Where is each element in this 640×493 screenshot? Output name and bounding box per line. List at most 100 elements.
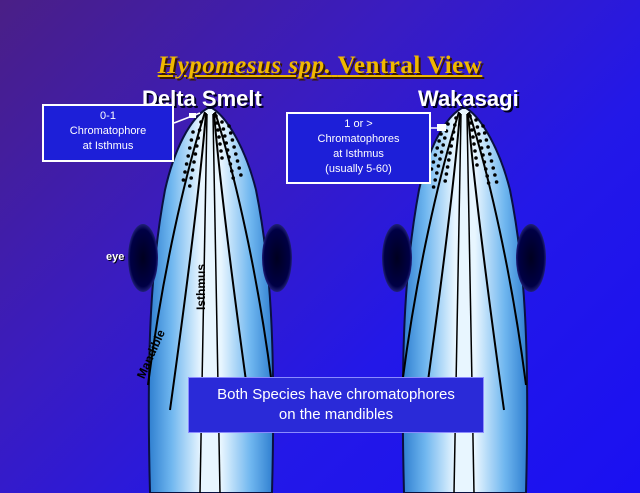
note-line: Both Species have chromatophores: [217, 386, 455, 403]
chromatophore-dot: [443, 179, 448, 183]
chromatophore-dot: [218, 142, 222, 146]
chromatophore-dot: [469, 121, 473, 125]
chromatophore-dot: [472, 142, 476, 146]
wakasagi-callout-box: 1 or > Chromatophores at Isthmus (usuall…: [286, 112, 431, 184]
chromatophore-dot: [431, 185, 436, 189]
chromatophore-dot: [195, 144, 199, 148]
note-line: on the mandibles: [278, 406, 394, 423]
chromatophore-dot: [484, 138, 489, 142]
chromatophore-dot: [219, 149, 223, 153]
delta-smelt-fish: [128, 107, 292, 493]
chromatophore-dot: [439, 150, 444, 154]
wakasagi-callout-line: at Isthmus: [333, 148, 384, 160]
chromatophore-dot: [470, 128, 474, 132]
left-eye-icon: [128, 224, 158, 292]
chromatophore-dot: [230, 169, 234, 173]
chromatophore-dot: [189, 176, 193, 180]
chromatophore-dot: [234, 152, 238, 156]
chromatophore-dot: [220, 120, 224, 124]
chromatophore-dot: [184, 162, 189, 166]
wakasagi-isthmus-marker: [437, 124, 446, 131]
chromatophore-dot: [439, 132, 443, 136]
chromatophore-dot: [478, 139, 483, 143]
chromatophore-dot: [214, 114, 218, 118]
chromatophore-dot: [488, 152, 492, 156]
chromatophore-dot: [189, 138, 194, 142]
chromatophore-dot: [215, 121, 219, 125]
chromatophore-dot: [486, 145, 490, 149]
chromatophore-dot: [188, 146, 192, 150]
chromatophore-dot: [481, 153, 485, 157]
chromatophore-dot: [477, 132, 481, 136]
chromatophore-dot: [489, 159, 494, 163]
chromatophore-dot: [199, 120, 203, 124]
chromatophore-dot: [482, 131, 487, 135]
chromatophore-dot: [474, 118, 478, 122]
chromatophore-dot: [221, 127, 226, 131]
isthmus-label: Isthmus: [194, 263, 208, 310]
note-box: Both Species have chromatophores on the …: [188, 377, 484, 433]
chromatophore-dot: [217, 135, 221, 139]
delta-chromatophores: [181, 114, 243, 188]
wakasagi-callout-line: Chromatophores: [317, 133, 400, 145]
chromatophore-dot: [479, 146, 484, 150]
chromatophore-dot: [435, 171, 439, 175]
chromatophore-dot: [443, 136, 447, 140]
chromatophore-dot: [437, 139, 441, 143]
delta-callout-line: 0-1: [100, 110, 116, 122]
chromatophore-dot: [453, 123, 457, 127]
chromatophore-dot: [183, 170, 187, 174]
chromatophore-dot: [196, 136, 200, 140]
chromatophore-dot: [491, 166, 496, 170]
chromatophore-dot: [447, 158, 451, 162]
chromatophore-dot: [471, 135, 475, 139]
chromatophore-dot: [227, 124, 231, 128]
chromatophore-dot: [454, 116, 458, 120]
chromatophore-dot: [224, 141, 228, 145]
chromatophore-dot: [451, 130, 456, 134]
chromatophore-dot: [231, 176, 235, 180]
chromatophore-dot: [223, 134, 227, 138]
wakasagi-callout-line: 1 or >: [344, 118, 373, 130]
chromatophore-dot: [450, 137, 455, 141]
wakasagi-callout-line: (usually 5-60): [325, 163, 392, 175]
delta-callout-line: Chromatophore: [69, 125, 147, 137]
delta-callout-line: at Isthmus: [82, 140, 134, 152]
chromatophore-dot: [485, 174, 490, 178]
chromatophore-dot: [449, 144, 454, 148]
chromatophore-dot: [486, 181, 491, 185]
chromatophore-dot: [474, 156, 478, 160]
chromatophore-dot: [448, 151, 452, 155]
chromatophore-dot: [192, 160, 196, 164]
chromatophore-dot: [216, 128, 220, 132]
chromatophore-dot: [445, 165, 450, 169]
chromatophore-dot: [475, 125, 480, 129]
chromatophore-dot: [481, 124, 485, 128]
chromatophore-dot: [228, 131, 233, 135]
chromatophore-dot: [190, 168, 195, 172]
chromatophore-dot: [220, 156, 224, 160]
chromatophore-dot: [188, 184, 192, 188]
slide-title: Hypomesus spp. Ventral View: [0, 52, 640, 80]
chromatophore-dot: [225, 148, 230, 152]
chromatophore-dot: [227, 155, 231, 159]
chromatophore-dot: [230, 138, 235, 142]
wakasagi-left-eye-icon: [382, 224, 412, 292]
chromatophore-dot: [473, 149, 477, 153]
chromatophore-dot: [493, 173, 497, 177]
chromatophore-dot: [484, 167, 488, 171]
chromatophore-dot: [435, 146, 440, 150]
chromatophore-dot: [237, 166, 241, 170]
chromatophore-dot: [438, 157, 442, 161]
wakasagi-right-eye-icon: [516, 224, 546, 292]
species-wakasagi: Wakasagi: [418, 86, 519, 111]
eye-label: eye: [106, 251, 125, 263]
chromatophore-dot: [475, 163, 479, 167]
chromatophore-dot: [444, 172, 449, 176]
title-genus: Hypomesus spp.: [157, 52, 332, 79]
chromatophore-dot: [436, 164, 441, 168]
chromatophore-dot: [191, 130, 195, 134]
chromatophore-dot: [186, 154, 190, 158]
chromatophore-dot: [431, 160, 436, 164]
